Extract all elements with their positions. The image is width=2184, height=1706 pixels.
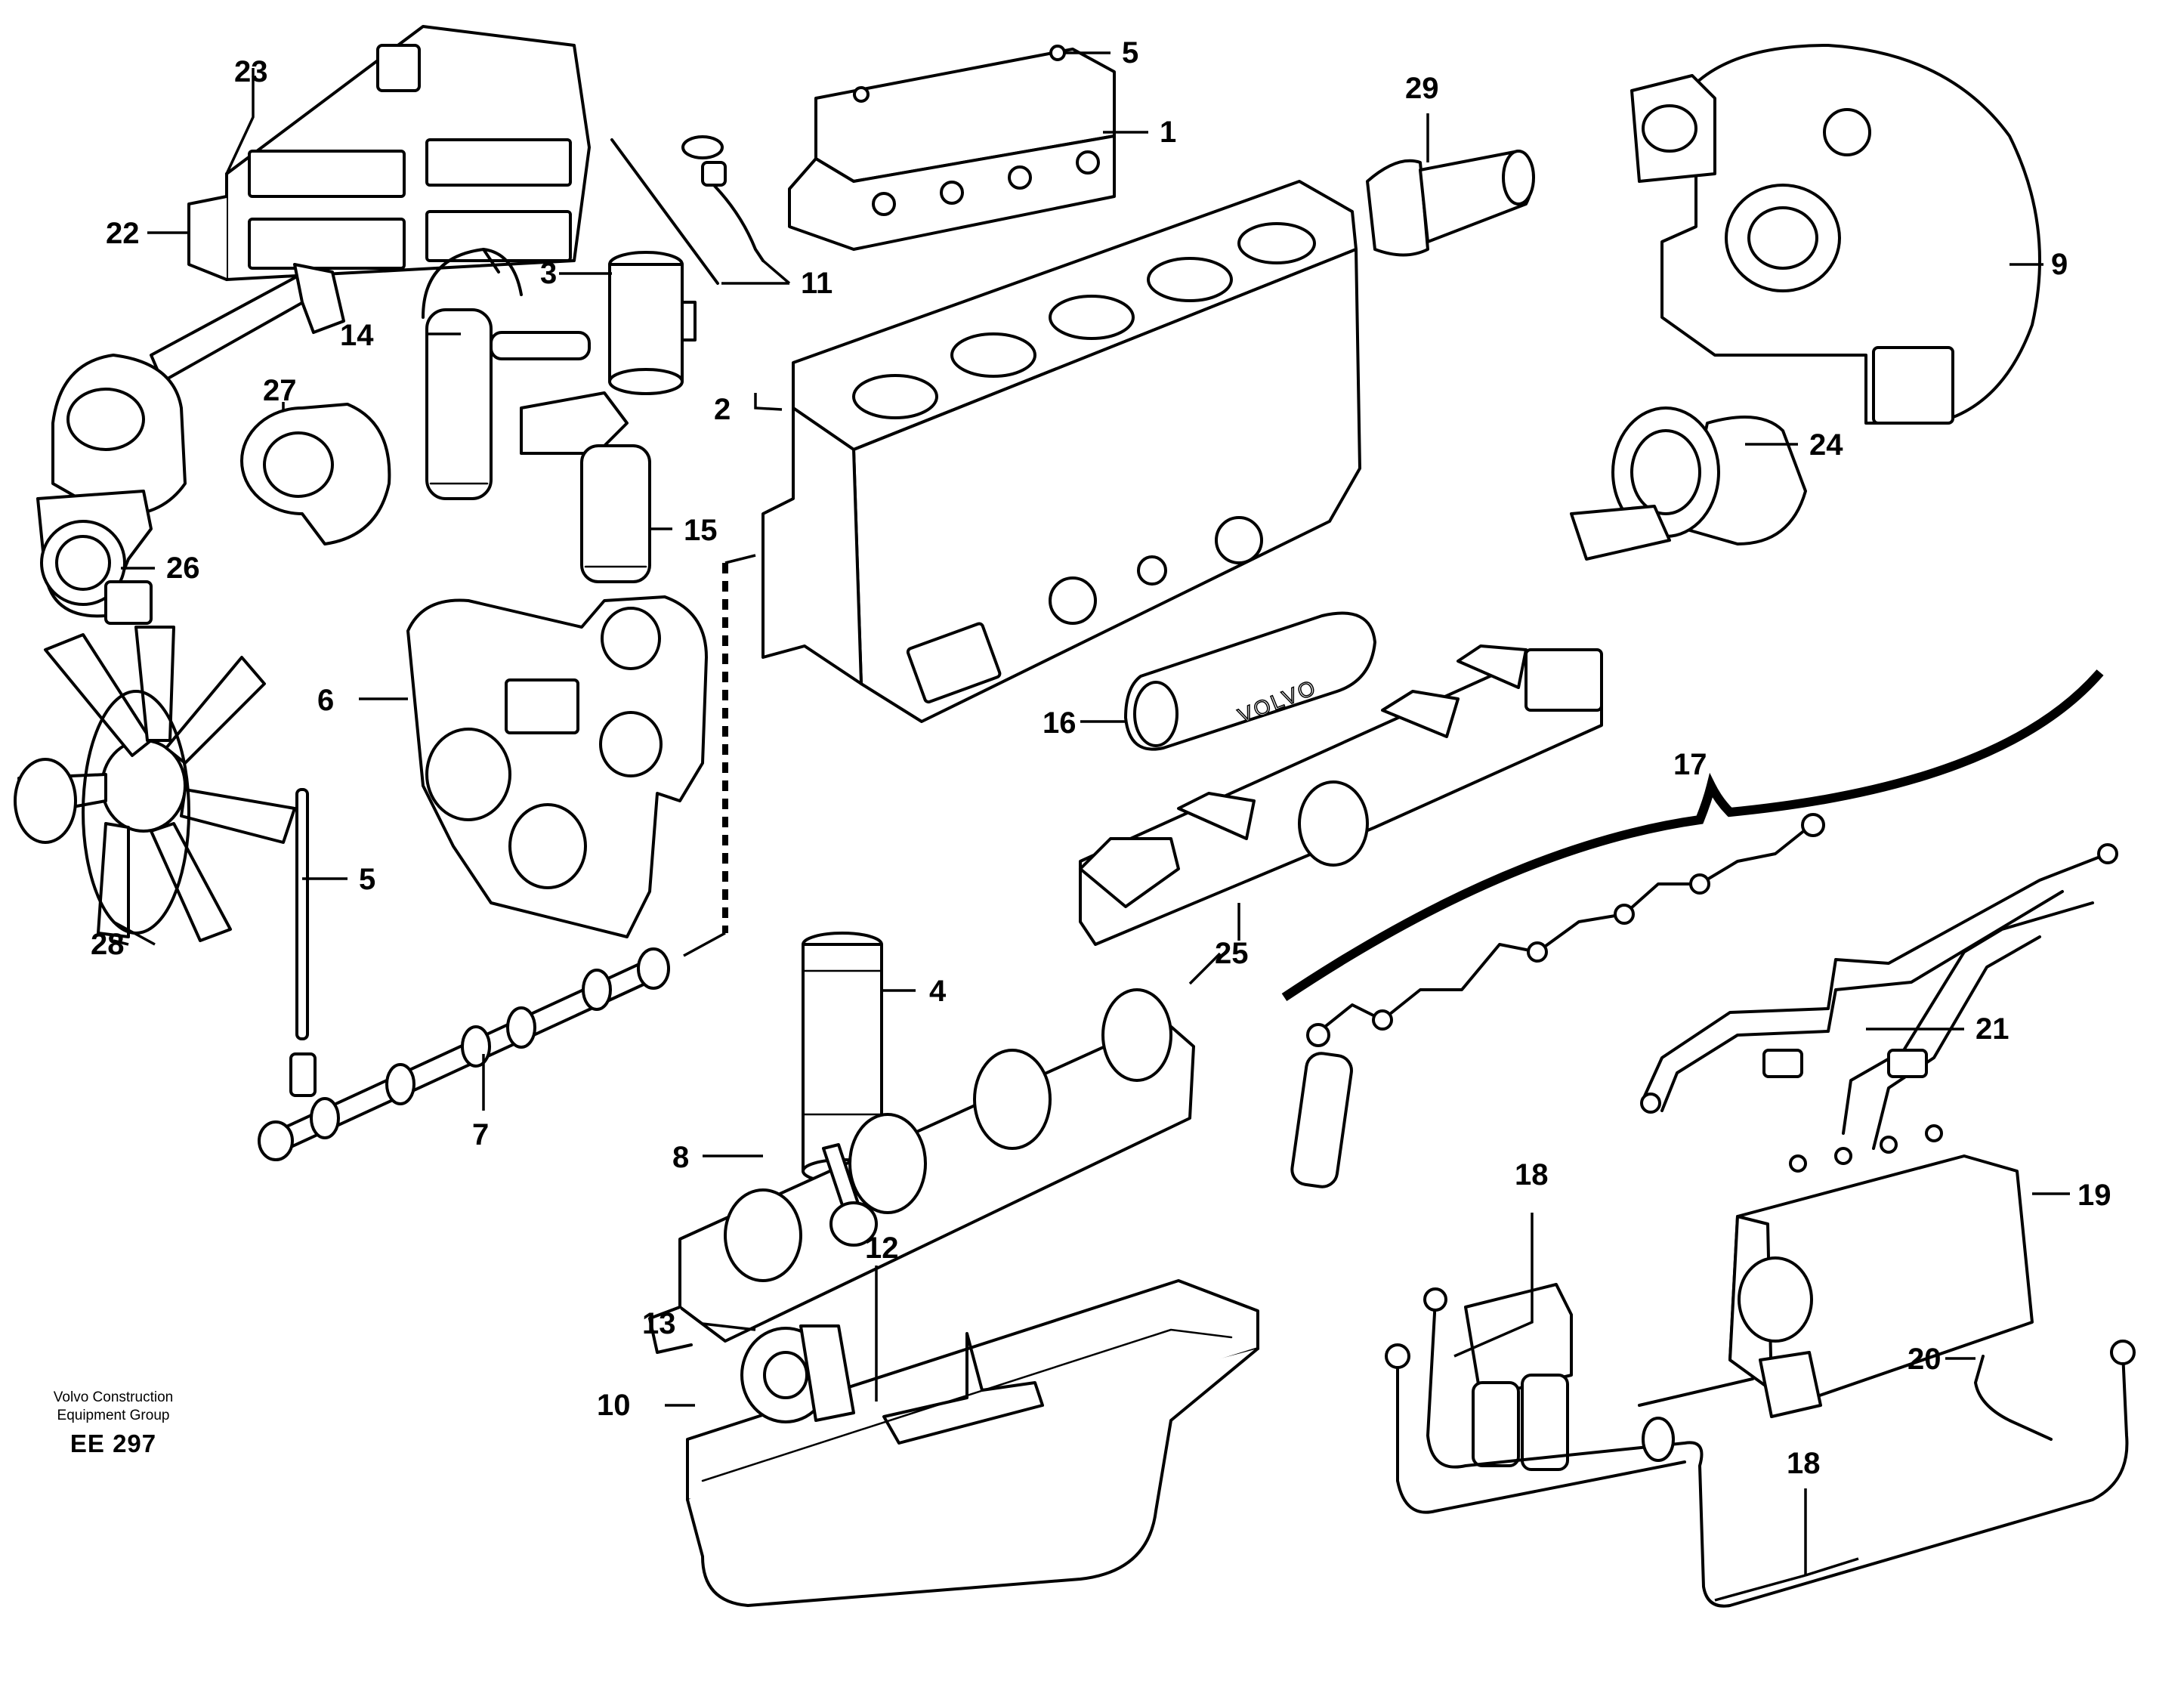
callout-9: 9 [2051,248,2068,281]
callout-13: 13 [642,1307,676,1340]
callout-4: 4 [929,975,947,1008]
fuel-filter-part [1464,1283,1573,1471]
callout-22: 22 [106,217,140,250]
callout-16: 16 [1043,706,1077,740]
publisher-credit: Volvo Construction Equipment Group EE 29… [30,1389,196,1458]
illustration-reference: EE 297 [70,1429,157,1457]
callout-8: 8 [672,1141,689,1174]
callout-24: 24 [1809,428,1843,462]
crankshaft-part [648,988,1195,1354]
callout-2: 2 [714,393,731,426]
coolant-pump-assembly-part [36,263,345,625]
callout-29: 29 [1405,72,1439,105]
callout-26: 26 [166,552,200,585]
callout-6: 6 [317,684,334,717]
filter-cartridge-part [608,251,697,395]
callout-5-top: 5 [1122,36,1138,70]
oil-pump-part [740,1324,855,1423]
callout-28: 28 [91,928,125,961]
callout-25: 25 [1215,937,1249,970]
callout-21: 21 [1975,1012,2009,1046]
dashed-guide-bottom [683,932,726,957]
oil-sump-part [686,1279,1259,1607]
water-pump-part [240,403,391,545]
pushrod-part [289,788,317,1097]
bracket-brace [1281,669,2104,1001]
callout-20: 20 [1908,1343,1942,1376]
fuel-pipes-part [1640,843,2118,1150]
callout-19: 19 [2077,1179,2111,1212]
callout-11: 11 [801,267,833,300]
flywheel-housing-part [1630,44,2041,425]
valve-cover-part [1124,611,1376,751]
callout-1: 1 [1160,116,1176,149]
callout-labels: 1 2 3 4 5 5 6 7 8 9 10 11 12 13 14 15 16… [91,36,2111,1480]
callout-14: 14 [340,319,374,352]
exhaust-manifold-part [1079,644,1603,946]
cylinder-block-part [761,180,1361,723]
callout-15: 15 [684,514,718,547]
timing-cover-part [406,595,708,938]
turbocharger-part [1570,406,1807,561]
inlet-manifold-cover-part [187,25,591,281]
oil-filter-assembly-part [422,248,651,583]
camshaft-part [258,947,670,1161]
callout-23: 23 [234,55,268,88]
oil-pickup-part [882,1332,1044,1445]
injector-pipe-part [1306,813,1825,1047]
callout-12: 12 [865,1232,899,1265]
thermostat-part [1366,150,1535,257]
callout-3: 3 [540,257,557,290]
callout-18-line: 18 [1787,1447,1821,1480]
callout-5-pushrod: 5 [359,863,375,896]
dipstick-part [610,135,765,285]
injector-part [1290,1052,1353,1188]
dashed-guide-top [724,554,756,564]
cylinder-head-part [788,45,1116,251]
publisher-line-2: Equipment Group [57,1408,170,1423]
publisher-line-1: Volvo Construction [53,1389,174,1405]
leader-lines [113,51,2070,1602]
callout-27: 27 [263,374,297,407]
callout-7: 7 [472,1118,489,1151]
callout-18-filter: 18 [1515,1158,1549,1191]
fuel-line-part [1385,1287,2136,1608]
callout-10: 10 [597,1389,631,1422]
injection-pump-part [1728,1124,2034,1418]
cooling-fan-part [14,626,296,942]
callout-17: 17 [1673,748,1707,781]
